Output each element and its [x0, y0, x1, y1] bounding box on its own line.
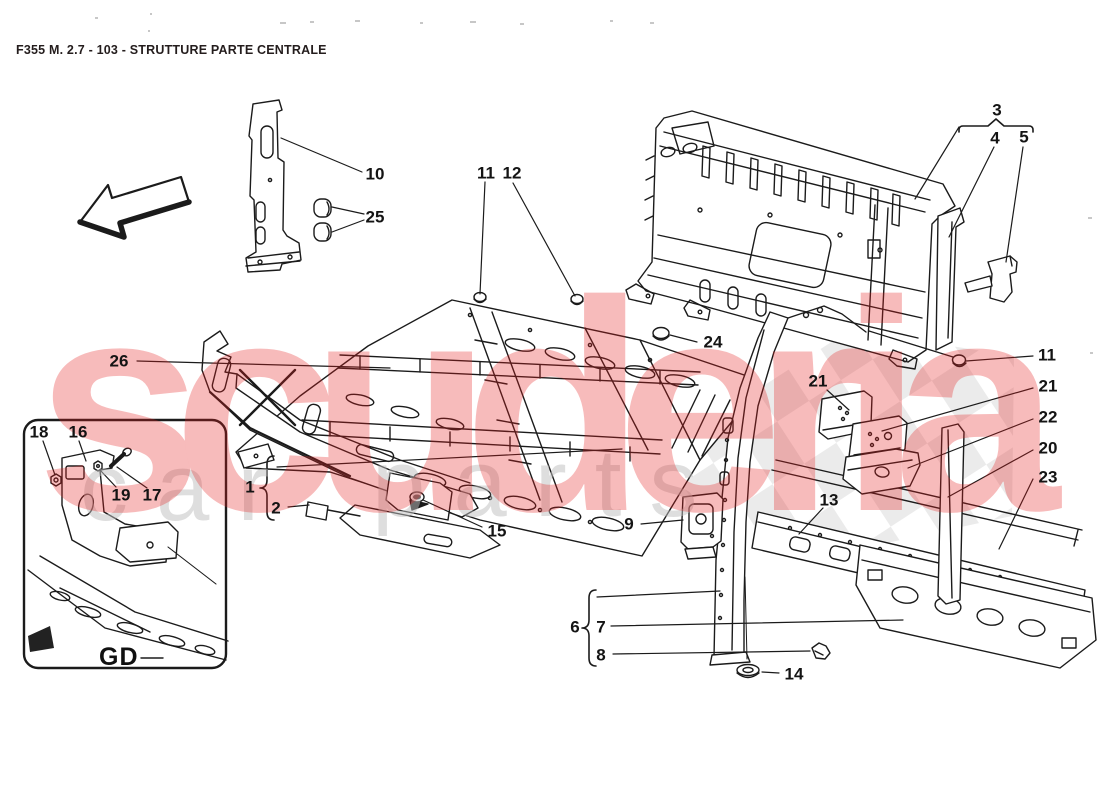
- callout-11: 11: [477, 163, 495, 183]
- callout-3: 3: [992, 100, 1002, 120]
- b-pillar-drawing: [709, 305, 867, 666]
- fasteners-drawing: [313, 198, 967, 679]
- scan-noise: [95, 13, 1093, 354]
- callout-23: 23: [1038, 467, 1058, 487]
- side-trim-panel-drawing: [935, 207, 965, 351]
- callout-9: 9: [624, 514, 634, 534]
- callout-25: 25: [365, 207, 385, 227]
- direction-arrow-icon: [77, 175, 192, 240]
- page-title: F355 M. 2.7 - 103 - STRUTTURE PARTE CENT…: [16, 43, 327, 57]
- callout-15: 15: [487, 521, 507, 541]
- callout-8: 8: [596, 645, 606, 665]
- svg-text:scuderia: scuderia: [36, 238, 1062, 574]
- callout-1: 1: [245, 477, 255, 497]
- corner-bracket-drawing: [964, 255, 1018, 303]
- inset-detail-box: [22, 418, 229, 670]
- callout-6: 6: [570, 617, 580, 637]
- callout-19: 19: [111, 485, 131, 505]
- grouping-braces: [259, 118, 1034, 667]
- callout-13: 13: [819, 490, 839, 510]
- callout-18: 18: [29, 422, 49, 442]
- callout-5: 5: [1019, 127, 1029, 147]
- reinforcement-plates-drawing: [818, 390, 921, 495]
- callout-22: 22: [1038, 407, 1058, 427]
- callout-2: 2: [271, 498, 281, 518]
- callout-11: 11: [1038, 345, 1056, 365]
- callout-4: 4: [990, 128, 1000, 148]
- watermark-brand: scuderia: [36, 238, 1092, 574]
- sill-rails-drawing: [751, 423, 1097, 669]
- callout-21: 21: [808, 371, 828, 391]
- upper-bracket-drawing: [245, 99, 302, 273]
- callout-20: 20: [1038, 438, 1058, 458]
- callout-26: 26: [109, 351, 129, 371]
- watermark-letters: car parts: [80, 430, 725, 541]
- floor-pan-drawing: [235, 299, 766, 557]
- rear-bulkhead-drawing: [625, 110, 956, 370]
- callout-7: 7: [596, 617, 606, 637]
- callout-14: 14: [784, 664, 804, 684]
- pillar-bracket-drawing: [680, 492, 724, 560]
- callout-10: 10: [365, 164, 385, 184]
- callout-17: 17: [142, 485, 162, 505]
- callout-12: 12: [502, 163, 522, 183]
- callout-24: 24: [703, 332, 723, 352]
- callout-21: 21: [1038, 376, 1058, 396]
- watermark-word-parts: parts: [372, 430, 725, 537]
- leader-lines: [42, 126, 1034, 674]
- inset-view-label: GD: [99, 643, 139, 671]
- watermark-word-car: car: [80, 434, 297, 541]
- callout-16: 16: [68, 422, 88, 442]
